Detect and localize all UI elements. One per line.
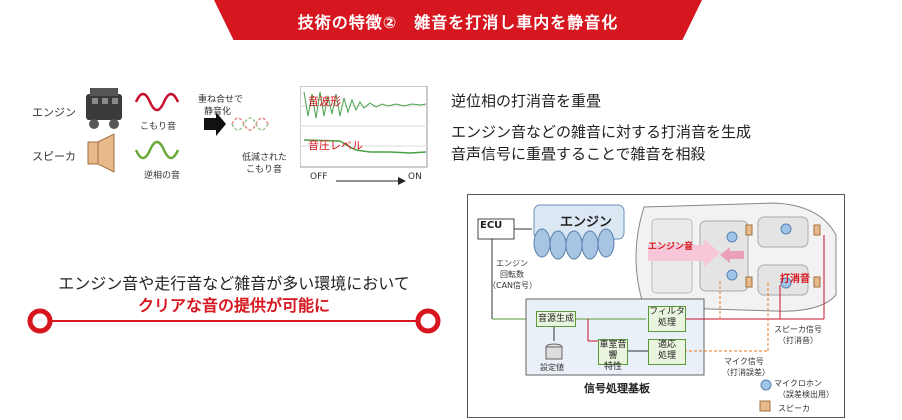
cancel-sound-arrow (720, 247, 744, 263)
muffled-sound-label: こもり音 (140, 122, 177, 132)
engine-rpm-line2: 回転数 (500, 270, 524, 279)
reduced-label-line2: こもり音 (246, 165, 283, 175)
engine-label: エンジン (32, 106, 76, 119)
microphone-icon (726, 223, 792, 289)
speaker-label: スピーカ (32, 150, 76, 163)
overlay-label-line1: 重ね合せで (198, 95, 244, 105)
sound-source-box: 音源生成 (536, 311, 576, 327)
reduced-label-line1: 低減された (242, 153, 288, 163)
graph-off-label: OFF (310, 172, 328, 182)
description-line1: 逆位相の打消音を重畳 (451, 92, 602, 110)
legend-speaker-label: スピーカ (778, 404, 810, 413)
filter-line1: フィルタ (649, 307, 685, 317)
message-line2: クリアな音の提供が可能に (137, 296, 330, 315)
adaptive-line1: 適応 (657, 340, 676, 350)
graph-waveform-label: 音波形 (308, 95, 341, 108)
engine-icon (86, 88, 122, 129)
level-trace (303, 139, 427, 154)
engine-rpm-line1: エンジン (496, 259, 528, 268)
speaker-signal-line2: （打消音） (778, 336, 818, 345)
speaker-signal-line1: スピーカ信号 (774, 325, 822, 334)
cancel-sound-label: 打消音 (780, 274, 810, 285)
speaker-icon (745, 224, 821, 288)
mic-signal-line1: マイク信号 (724, 357, 764, 366)
anti-phase-label: 逆相の音 (144, 171, 181, 181)
graph-on-label: ON (408, 172, 422, 182)
engine-rpm-line3: （CAN信号） (488, 281, 538, 290)
muffled-sound-wave (134, 92, 180, 112)
engine-sound-label: エンジン音 (648, 242, 694, 252)
anti-phase-wave (134, 140, 180, 160)
adaptive-box: 適応処理 (648, 339, 686, 365)
page-title: 技術の特徴② 雑音を打消し車内を静音化 (297, 13, 619, 32)
speaker-icon (87, 133, 115, 173)
waveform-trace (303, 91, 427, 119)
engine-coils (533, 228, 615, 260)
filter-box: フィルタ処理 (648, 306, 686, 332)
legend-speaker-icon (759, 400, 771, 412)
graph-level-label: 音圧レベル (308, 139, 363, 152)
cabin-line2: 特性 (603, 362, 622, 372)
legend-mic-line2: （誤差検出用） (778, 390, 834, 399)
legend-mic-icon (760, 379, 772, 391)
mic-signal-line2: （打消誤差） (722, 368, 770, 377)
reduced-wave-red (231, 117, 269, 131)
sound-source-label: 音源生成 (537, 314, 574, 324)
arrow-right-icon (204, 112, 226, 136)
off-on-arrow-icon (336, 177, 406, 185)
message-line1: エンジン音や走行音など雑音が多い環境において (58, 274, 410, 293)
noise-cancel-illustration (86, 88, 269, 173)
ecu-label: ECU (480, 220, 503, 231)
message-underline (27, 308, 441, 334)
engine-sound-arrow (648, 239, 720, 267)
setpoint-label: 設定値 (540, 363, 564, 372)
legend-mic-line1: マイクロホン (774, 379, 822, 388)
adaptive-line2: 処理 (657, 351, 676, 361)
overlay-label-line2: 静音化 (204, 107, 232, 117)
description-line3: 音声信号に重畳することで雑音を相殺 (451, 145, 706, 163)
sound-level-graph (300, 86, 428, 168)
title-banner: 技術の特徴② 雑音を打消し車内を静音化 (214, 0, 702, 40)
reduced-wave-green (231, 117, 269, 131)
filter-line2: 処理 (657, 318, 676, 328)
description-line2: エンジン音などの雑音に対する打消音を生成 (451, 123, 752, 141)
cabin-line1: 車室音響 (599, 340, 627, 361)
cabin-characteristics-box: 車室音響特性 (598, 339, 628, 372)
engine-box-label: エンジン (560, 215, 613, 230)
board-title: 信号処理基板 (584, 382, 650, 395)
